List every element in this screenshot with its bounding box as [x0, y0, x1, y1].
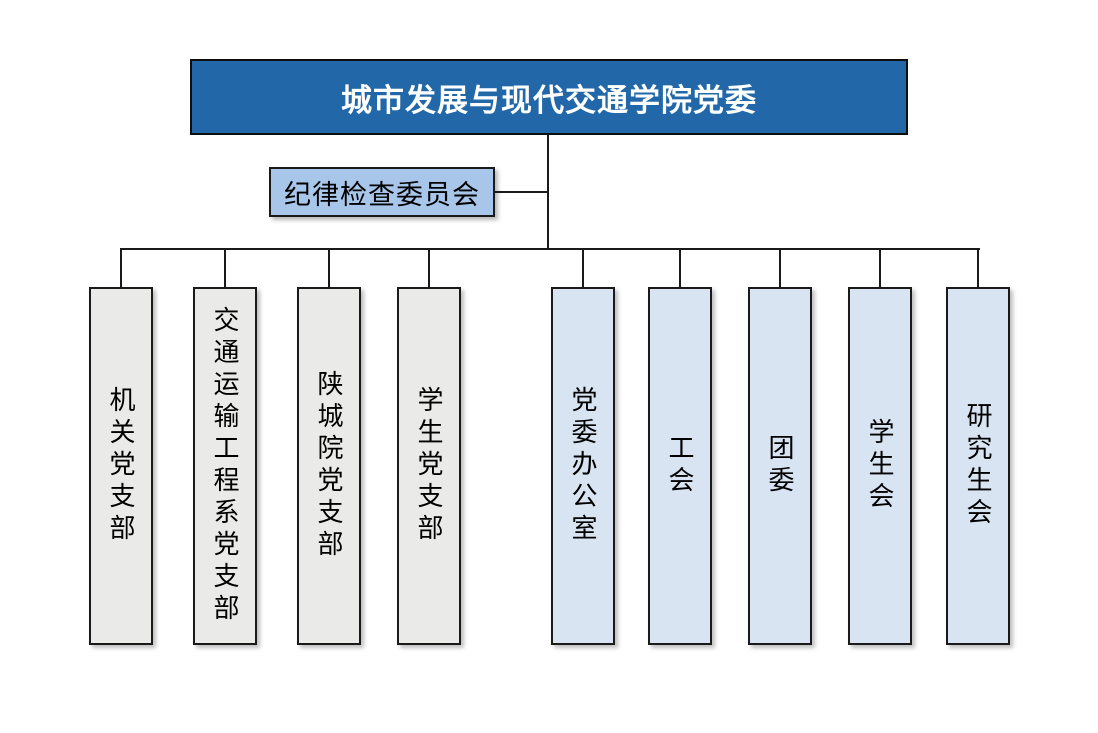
discipline-committee-label: 纪律检查委员会 — [284, 179, 480, 210]
connector-drop-3 — [328, 250, 330, 287]
discipline-committee-box: 纪律检查委员会 — [269, 167, 495, 217]
branch-label: 交通运输工程系党支部 — [210, 306, 240, 626]
connector-horizontal-bus — [120, 248, 980, 250]
branch-label: 机关党支部 — [106, 386, 136, 546]
branch-box-office-party-branch: 机关党支部 — [89, 287, 153, 645]
branch-box-labor-union: 工会 — [648, 287, 712, 645]
branch-label: 党委办公室 — [568, 386, 598, 546]
connector-drop-4 — [428, 250, 430, 287]
branch-box-youth-league-committee: 团委 — [748, 287, 812, 645]
branch-label: 团委 — [765, 434, 795, 498]
connector-root-stem — [547, 135, 549, 249]
connector-drop-9 — [977, 250, 979, 287]
branch-label: 学生党支部 — [414, 386, 444, 546]
branch-box-transport-dept-party-branch: 交通运输工程系党支部 — [193, 287, 257, 645]
connector-discipline-link — [495, 191, 547, 193]
branch-box-student-party-branch: 学生党支部 — [397, 287, 461, 645]
connector-drop-2 — [224, 250, 226, 287]
branch-box-graduate-student-union: 研究生会 — [946, 287, 1010, 645]
connector-drop-8 — [879, 250, 881, 287]
connector-drop-7 — [779, 250, 781, 287]
root-committee-label: 城市发展与现代交通学院党委 — [341, 82, 757, 118]
branch-box-party-committee-office: 党委办公室 — [551, 287, 615, 645]
branch-label: 工会 — [665, 434, 695, 498]
branch-label: 研究生会 — [963, 402, 993, 530]
branch-box-shanchengyuan-party-branch: 陕城院党支部 — [297, 287, 361, 645]
branch-label: 学生会 — [865, 418, 895, 514]
branch-label: 陕城院党支部 — [314, 370, 344, 562]
branch-box-student-union: 学生会 — [848, 287, 912, 645]
connector-drop-5 — [582, 250, 584, 287]
connector-drop-6 — [679, 250, 681, 287]
root-committee-box: 城市发展与现代交通学院党委 — [190, 59, 908, 135]
connector-drop-1 — [120, 250, 122, 287]
